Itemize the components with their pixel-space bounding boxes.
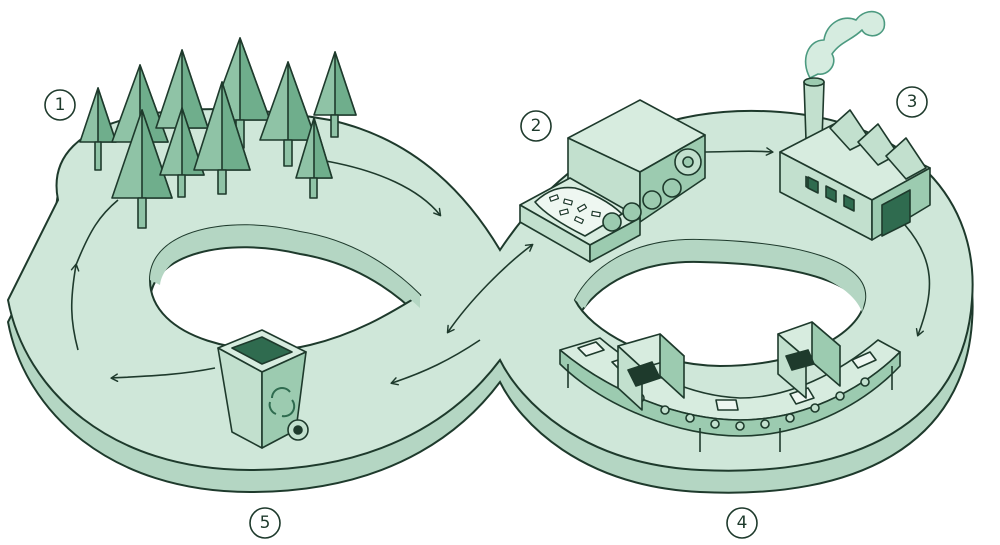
flow-arrow-forest-to-chipper [319,159,442,217]
flow-arrow-chipper-to-factory [699,147,774,156]
step-number-3-text: 3 [907,92,918,112]
conveyor-belt-icon [559,321,901,452]
flow-path [70,147,931,386]
flow-arrow-diagonal-crossing [446,243,534,334]
step-number-5: 5 [249,507,281,539]
step-number-2-text: 2 [531,116,542,136]
factory-icon [779,10,931,241]
step-number-3: 3 [896,86,928,118]
flow-arrow-factory-to-conveyor [904,224,931,337]
step-number-4: 4 [726,507,758,539]
step-number-2: 2 [520,110,552,142]
recycling-bin-icon [217,329,309,449]
flow-arrow-crossing-to-bin [390,339,481,386]
smoke-cloud-icon [804,10,886,79]
step-number-5-text: 5 [260,513,271,533]
recycle-symbol-icon [268,387,296,418]
step-number-1: 1 [44,89,76,121]
flow-arrow-bin-to-left-loop [110,367,216,383]
wood-chipper-truck-icon [519,99,706,263]
step-number-4-text: 4 [737,513,748,533]
step-number-1-text: 1 [55,95,66,115]
flow-arrow-left-loop-up [70,263,80,351]
forest-icon [79,37,357,229]
